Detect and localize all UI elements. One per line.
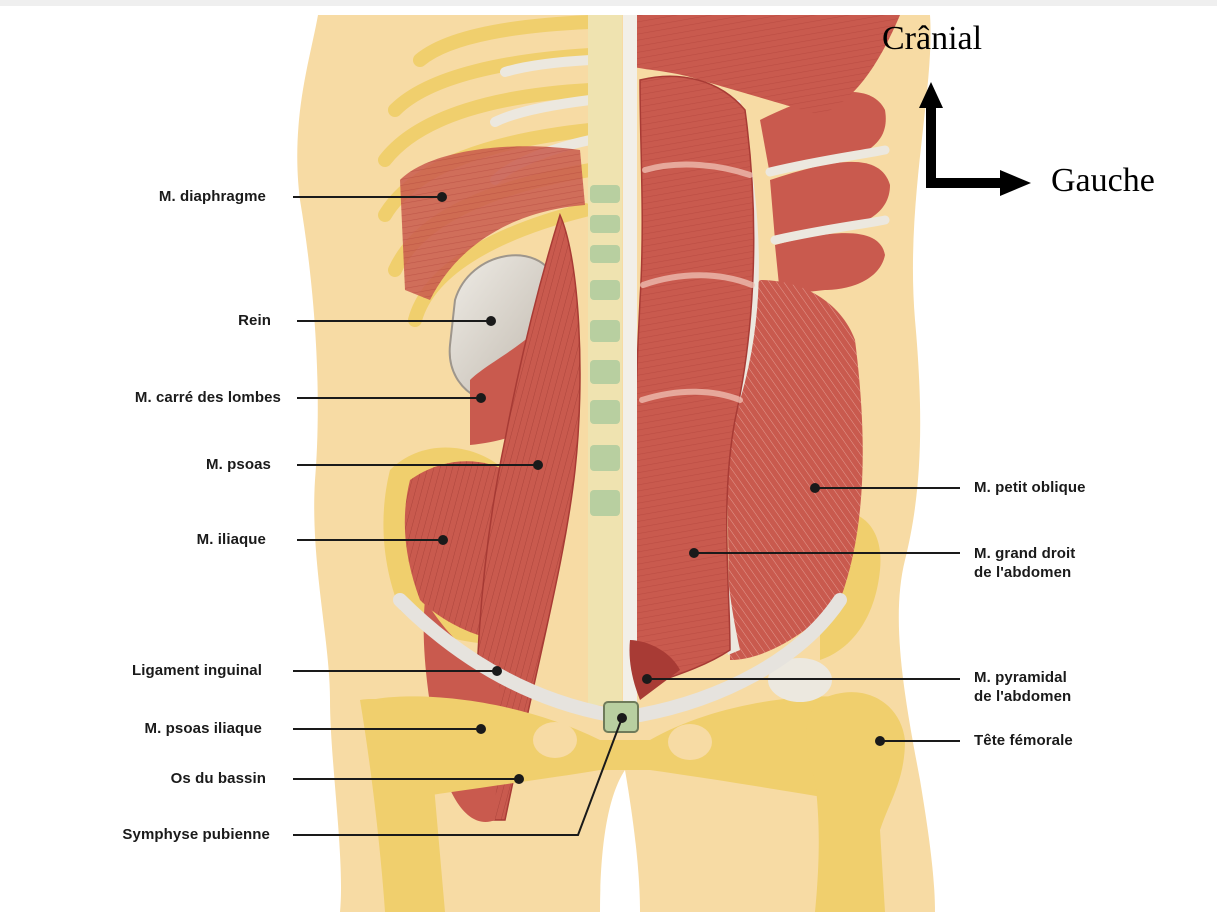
label-tete-femorale: Tête fémorale	[974, 731, 1073, 750]
linea-alba	[623, 15, 637, 705]
obturator-right	[668, 724, 712, 760]
label-psoas-iliaque: M. psoas iliaque	[145, 719, 262, 738]
obturator-left	[533, 722, 577, 758]
label-grand-droit-line2: de l'abdomen	[974, 563, 1075, 582]
label-ligament-inguinal: Ligament inguinal	[132, 661, 262, 680]
label-rein: Rein	[238, 311, 271, 330]
label-grand-droit: M. grand droit de l'abdomen	[974, 544, 1075, 582]
label-tete-femorale-line1: Tête fémorale	[974, 731, 1073, 750]
orientation-arrows	[919, 82, 1031, 196]
orientation-cranial-label: Crânial	[882, 20, 982, 58]
top-border	[0, 0, 1217, 6]
label-iliaque: M. iliaque	[197, 530, 266, 549]
label-pyramidal-line1: M. pyramidal	[974, 668, 1071, 687]
orientation-left-label: Gauche	[1051, 162, 1155, 200]
right-ribcage	[760, 92, 890, 295]
up-arrow-shaft	[926, 104, 936, 188]
right-arrow-shaft	[926, 178, 1004, 188]
label-psoas: M. psoas	[206, 455, 271, 474]
label-carre-lombes: M. carré des lombes	[135, 388, 281, 407]
label-diaphragme: M. diaphragme	[159, 187, 266, 206]
label-os-bassin: Os du bassin	[171, 769, 266, 788]
label-petit-oblique: M. petit oblique	[974, 478, 1086, 497]
label-grand-droit-line1: M. grand droit	[974, 544, 1075, 563]
label-petit-oblique-line1: M. petit oblique	[974, 478, 1086, 497]
right-arrow-icon	[1000, 170, 1031, 196]
label-symphyse: Symphyse pubienne	[122, 825, 270, 844]
label-pyramidal-line2: de l'abdomen	[974, 687, 1071, 706]
label-pyramidal: M. pyramidal de l'abdomen	[974, 668, 1071, 706]
